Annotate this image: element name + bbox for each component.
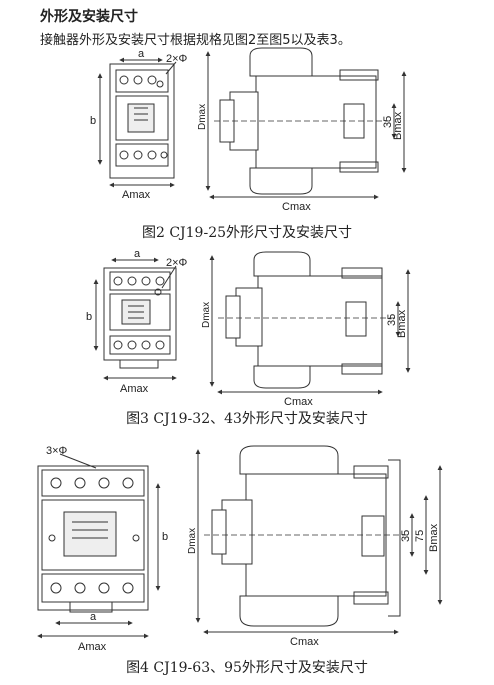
fig3-cmax-label: Cmax <box>284 396 313 408</box>
fig3-amax-label: Amax <box>120 383 149 395</box>
intro-text: 接触器外形及安装尺寸根据规格见图2至图5以及表3。 <box>40 33 351 48</box>
fig4-dim-75-label: 75 <box>414 530 426 542</box>
figure-2-front-view <box>97 57 177 188</box>
figure-2-side-view <box>205 47 407 200</box>
figure-4-side-view <box>195 445 443 635</box>
fig2-cmax-label: Cmax <box>282 201 311 213</box>
fig4-dim-35-label: 35 <box>400 530 412 542</box>
section-heading: 外形及安装尺寸 <box>40 9 138 25</box>
fig3-bmax-label: Bmax <box>396 309 408 338</box>
fig4-bmax-label: Bmax <box>428 523 440 552</box>
figure-3-side-view <box>209 251 411 395</box>
fig2-bmax-label: Bmax <box>392 111 404 140</box>
fig4-holes-label: 3×Φ <box>46 445 68 457</box>
fig2-dmax-label: Dmax <box>197 104 208 130</box>
figure-4-front-view <box>37 453 161 639</box>
fig4-b-label: b <box>162 531 168 543</box>
fig3-b-label: b <box>86 311 92 323</box>
figure-3-caption: 图3 CJ19-32、43外形尺寸及安装尺寸 <box>126 411 368 427</box>
fig3-holes-label: 2×Φ <box>166 257 188 269</box>
figure-3-front-view <box>93 257 177 381</box>
fig2-holes-label: 2×Φ <box>166 53 188 65</box>
fig2-dim-35-label: 35 <box>382 116 394 128</box>
fig3-a-label: a <box>134 248 141 260</box>
fig4-a-label: a <box>90 611 97 623</box>
figure-4-caption: 图4 CJ19-63、95外形尺寸及安装尺寸 <box>126 660 368 676</box>
fig2-b-label: b <box>90 115 96 127</box>
fig4-cmax-label: Cmax <box>290 636 319 648</box>
fig2-a-label: a <box>138 48 145 60</box>
fig4-amax-label: Amax <box>78 641 107 653</box>
figure-2-caption: 图2 CJ19-25外形尺寸及安装尺寸 <box>141 225 353 241</box>
figure-3-drawing: a 2×Φ b Amax Dmax Cmax 35 Bmax <box>86 248 411 408</box>
figure-4-drawing: 3×Φ a b Amax Dmax Cmax 35 75 Bmax <box>37 445 443 653</box>
fig4-dmax-label: Dmax <box>187 528 198 554</box>
fig3-dmax-label: Dmax <box>201 302 212 328</box>
fig2-amax-label: Amax <box>122 189 151 201</box>
figure-2-drawing: a 2×Φ b Amax Dmax Cmax 35 Bmax <box>90 47 407 213</box>
fig3-dim-35-label: 35 <box>386 314 398 326</box>
